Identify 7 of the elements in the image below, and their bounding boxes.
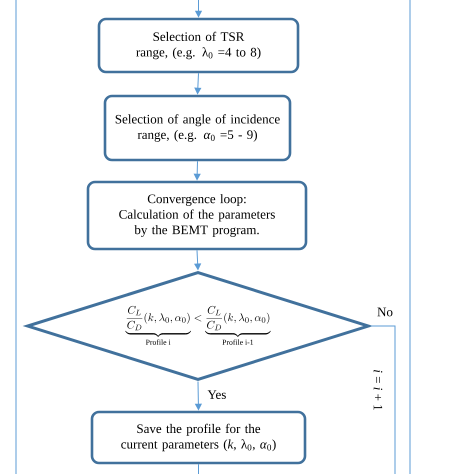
- process-box: Selection of TSR range, (e.g. λ$_{0}$ =4 to 8): [98, 18, 300, 74]
- edge-label: No: [376, 306, 394, 318]
- process-box: Convergence loop: Calculation of the parameters by the BEMT program.: [86, 180, 308, 250]
- process-box: Save the profile for the current parameters (k, λ$_{0}$, α$_{0}$): [90, 410, 306, 464]
- edge-label: Yes: [206, 389, 228, 400]
- process-box: Selection of angle of incidence range, (e.g. α$_{0}$ =5 - 9): [104, 94, 292, 162]
- loop-counter-label: i = i + 1: [374, 370, 382, 410]
